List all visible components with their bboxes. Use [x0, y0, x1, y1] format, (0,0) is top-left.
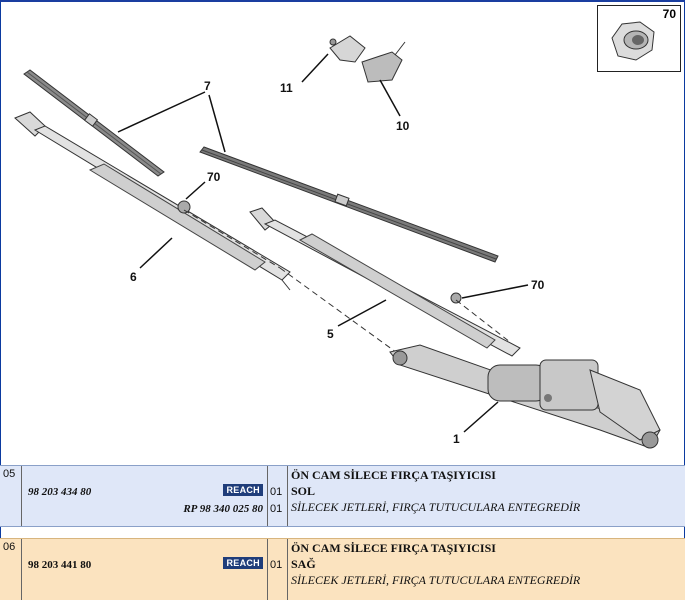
callout-70-left: 70 [207, 170, 221, 184]
nut-icon [611, 21, 655, 61]
description-cell: ÖN CAM SİLECE FIRÇA TAŞIYICISI SOL SİLEC… [288, 466, 685, 526]
callout-70-right: 70 [531, 278, 545, 292]
nut-left [177, 200, 191, 214]
part-note: SİLECEK JETLERİ, FIRÇA TUTUCULARA ENTEGR… [291, 573, 581, 587]
nut-right [450, 292, 462, 304]
quantity-cell: 01 [268, 539, 288, 600]
quantity-1: 01 [270, 559, 283, 571]
part-title: ÖN CAM SİLECE FIRÇA TAŞIYICISI [291, 468, 496, 482]
callout-7: 7 [204, 79, 211, 93]
part-reference: 98 203 434 80 [28, 486, 92, 498]
callout-6: 6 [130, 270, 137, 284]
nut-detail-inset: 70 [597, 5, 681, 72]
callout-10: 10 [396, 119, 410, 133]
replacement-reference: RP 98 340 025 80 [183, 503, 263, 515]
part-side: SOL [291, 484, 316, 498]
reference-cell: 98 203 441 80 REACH [22, 539, 268, 600]
part-side: SAĞ [291, 557, 316, 571]
wiper-blade-right [199, 146, 499, 263]
reach-badge: REACH [223, 557, 263, 569]
inset-label: 70 [662, 7, 676, 21]
parts-row-05[interactable]: 05 98 203 434 80 REACH RP 98 340 025 80 … [0, 465, 685, 527]
wiper-arm-left [14, 111, 291, 291]
reference-cell: 98 203 434 80 REACH RP 98 340 025 80 [22, 466, 268, 526]
exploded-parts-diagram: 7 11 10 70 6 70 5 1 [14, 35, 661, 449]
part-reference: 98 203 441 80 [28, 559, 92, 571]
callout-11: 11 [280, 81, 293, 95]
parts-row-06[interactable]: 06 98 203 441 80 REACH 01 ÖN CAM SİLECE … [0, 538, 685, 600]
quantity-1: 01 [270, 486, 283, 498]
wiper-blade-left [23, 69, 165, 177]
row-index: 05 [0, 466, 22, 526]
callout-1: 1 [453, 432, 460, 446]
row-index: 06 [0, 539, 22, 600]
quantity-cell: 01 01 [268, 466, 288, 526]
reach-badge: REACH [223, 484, 263, 496]
washer-jet-part-10 [361, 41, 406, 83]
part-title: ÖN CAM SİLECE FIRÇA TAŞIYICISI [291, 541, 496, 555]
bracket-part-11 [329, 35, 366, 63]
top-border [0, 0, 685, 2]
wiper-arm-right [249, 207, 521, 357]
callout-5: 5 [327, 327, 334, 341]
part-note: SİLECEK JETLERİ, FIRÇA TUTUCULARA ENTEGR… [291, 500, 581, 514]
description-cell: ÖN CAM SİLECE FIRÇA TAŞIYICISI SAĞ SİLEC… [288, 539, 685, 600]
wiper-motor-linkage [389, 344, 661, 449]
quantity-2: 01 [270, 503, 283, 515]
